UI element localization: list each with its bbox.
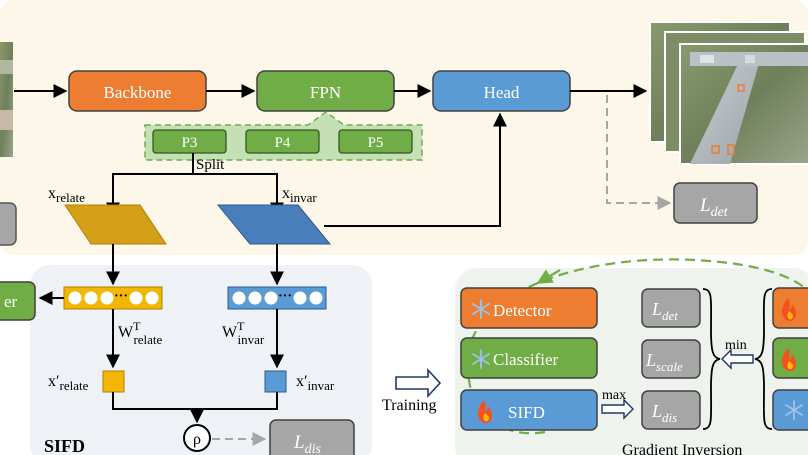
training-arrow <box>395 367 442 399</box>
left-partial-box <box>0 202 17 246</box>
right-classifier-partial <box>772 337 808 379</box>
arrow-invar-head <box>324 112 507 227</box>
right-sifd-partial <box>772 389 808 431</box>
min-label: min <box>725 338 747 353</box>
p4-label: P4 <box>275 135 291 151</box>
x-relate-feature <box>64 204 167 245</box>
snowflake-icon <box>785 400 803 420</box>
sifd-label: SIFD <box>508 403 545 422</box>
svg-text:Ldet: Ldet <box>699 195 729 220</box>
p5-label: P5 <box>368 135 384 151</box>
xprime-invar-label: x′invar <box>296 373 335 393</box>
p4-block: P4 <box>245 129 320 154</box>
loss-det-block: Ldet <box>673 182 758 224</box>
svg-text:Lscale: Lscale <box>645 350 683 374</box>
merge-lines <box>112 392 278 410</box>
xprime-relate-square <box>102 370 125 393</box>
sifd-module-label: SIFD <box>44 436 85 455</box>
x-relate-label: xrelate <box>48 185 85 205</box>
loss-scale-train-block: Lscale <box>641 339 701 379</box>
p3-block: P3 <box>152 129 227 154</box>
backbone-label: Backbone <box>104 83 172 102</box>
loss-dis-block: Ldis <box>269 419 355 455</box>
head-label: Head <box>484 83 520 102</box>
model-brace <box>754 288 773 430</box>
invar-vector: ··· <box>227 286 327 310</box>
svg-text:ρ: ρ <box>193 431 201 448</box>
svg-text:···: ··· <box>114 289 128 304</box>
fpn-label: FPN <box>310 83 341 102</box>
loss-brace <box>702 288 721 430</box>
snowflake-icon <box>472 349 490 369</box>
right-detector-partial <box>772 287 808 329</box>
snowflake-icon <box>472 299 490 319</box>
head-block: Head <box>432 70 571 112</box>
split-label: Split <box>196 157 225 173</box>
max-label: max <box>602 388 626 403</box>
svg-text:Ldis: Ldis <box>293 432 321 455</box>
classifier-block: Classifier <box>460 337 598 379</box>
svg-text:Ldis: Ldis <box>651 401 677 425</box>
svg-text:Ldet: Ldet <box>651 299 678 323</box>
flame-icon <box>477 400 493 423</box>
loss-det-train-block: Ldet <box>641 288 701 328</box>
training-label: Training <box>382 397 437 414</box>
detector-label: Detector <box>493 301 552 320</box>
arrow-split-invar <box>193 173 284 217</box>
xprime-relate-label: x′relate <box>48 373 89 393</box>
fpn-block: FPN <box>256 70 395 112</box>
max-arrow <box>601 398 634 420</box>
output-images <box>649 21 808 165</box>
classifier-label: Classifier <box>493 350 558 369</box>
loss-dis-train-block: Ldis <box>641 390 701 430</box>
arrow-split-relate <box>106 153 194 217</box>
xprime-invar-square <box>264 370 287 393</box>
arrow-head-ldet <box>606 95 672 210</box>
x-invar-feature <box>216 204 332 245</box>
input-image-partial <box>0 42 13 157</box>
svg-text:···: ··· <box>278 289 292 304</box>
svg-text:er: er <box>4 292 18 311</box>
x-invar-label: xinvar <box>282 185 317 205</box>
detector-block: Detector <box>460 287 598 329</box>
min-arrow <box>721 348 754 370</box>
p5-block: P5 <box>338 129 413 154</box>
p3-label: P3 <box>182 135 198 151</box>
classifier-partial-block: er <box>0 281 36 321</box>
relate-vector: ··· <box>63 286 163 310</box>
backbone-block: Backbone <box>68 70 207 112</box>
gradient-inversion-label: Gradient Inversion <box>622 442 742 455</box>
rho-node: ρ <box>183 424 211 452</box>
sifd-panel <box>30 265 372 455</box>
sifd-block: SIFD <box>460 389 598 431</box>
